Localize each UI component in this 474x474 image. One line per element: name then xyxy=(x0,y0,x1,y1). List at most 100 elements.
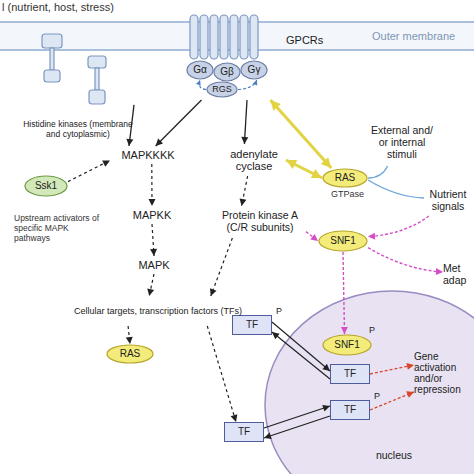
text-holder: Cellular targets, transcription factors … xyxy=(70,296,246,326)
node-label: Ssk1 xyxy=(35,180,57,191)
receptor-domain xyxy=(89,90,105,104)
helix xyxy=(240,15,248,59)
node-label: MAPK xyxy=(138,259,169,271)
text-holder: Gene activation and/or repression xyxy=(414,346,474,400)
shape-ellipse xyxy=(323,169,367,187)
node-label: TF xyxy=(238,426,250,437)
target-term: Cellular targets, transcription factors … xyxy=(70,296,246,326)
text-holder: SNF1 xyxy=(318,230,368,252)
receptor-domain xyxy=(42,34,62,48)
arrow-line xyxy=(270,100,331,168)
kinase-term: Protein kinase A (C/R subunits) xyxy=(214,206,306,238)
node-label: RAS xyxy=(120,348,141,359)
receptor-stalk xyxy=(50,48,54,70)
connector xyxy=(196,80,206,90)
arrow-head xyxy=(210,288,217,296)
text-holder: TF xyxy=(225,423,263,441)
node-label: External and/ or internal stimuli xyxy=(366,125,438,160)
node-label: RAS xyxy=(335,172,356,183)
shape-ellipse xyxy=(207,82,237,97)
snf1-oval: SNF1 xyxy=(318,230,368,252)
arrow-line xyxy=(370,365,414,374)
g-protein-oval: Gβ xyxy=(213,62,241,82)
connector xyxy=(272,332,330,379)
enzyme-term: adenylate cyclase xyxy=(222,144,286,176)
helix xyxy=(210,15,218,59)
node-label: adenylate cyclase xyxy=(222,148,286,173)
arrow-head xyxy=(322,364,330,371)
text-holder: Nutrient signals xyxy=(424,186,472,216)
node-label: RGS xyxy=(212,84,232,94)
shape-ellipse xyxy=(214,63,240,81)
connector xyxy=(68,160,110,181)
phospho-label: P xyxy=(366,325,378,335)
node-label: Protein kinase A (C/R subunits) xyxy=(214,210,306,234)
text-holder: MAPKKKK xyxy=(110,146,186,164)
text-holder: adenylate cyclase xyxy=(222,144,286,176)
arrow-line xyxy=(149,274,154,296)
text-holder: Met adap xyxy=(443,260,473,290)
g-protein-oval: Gγ xyxy=(240,60,268,80)
text-holder: Protein kinase A (C/R subunits) xyxy=(214,206,306,238)
annotation: Outer membrane xyxy=(372,30,455,43)
connector xyxy=(156,100,202,146)
arrow-head xyxy=(196,80,201,86)
text-holder: External and/ or internal stimuli xyxy=(366,120,438,166)
arrow-head xyxy=(341,327,348,334)
node-label: Gβ xyxy=(220,66,234,77)
connector xyxy=(126,326,133,344)
shape-ellipse xyxy=(187,61,213,79)
node-label: MAPKK xyxy=(133,209,172,221)
helix xyxy=(200,15,208,59)
tf-box: TFP xyxy=(330,400,370,420)
arrow-line xyxy=(264,416,330,438)
connector xyxy=(264,405,330,428)
text-holder: TF xyxy=(331,401,369,419)
arrow-line xyxy=(128,326,130,344)
connector xyxy=(264,416,330,439)
text-holder xyxy=(182,10,312,100)
receptor-domain xyxy=(44,70,60,82)
arrow-line xyxy=(242,176,248,206)
node-label: Met adap xyxy=(443,263,473,287)
receptor-group: GPCRsGαGβGγRGS xyxy=(182,10,312,100)
arrow-line xyxy=(207,326,236,422)
node-label: SNF1 xyxy=(334,339,360,350)
arrow-line xyxy=(368,180,424,198)
connector xyxy=(241,100,248,144)
arrow-head xyxy=(368,233,375,240)
connector xyxy=(368,248,443,275)
arrow-head xyxy=(156,139,163,146)
shape-ellipse xyxy=(241,61,267,79)
connector xyxy=(150,224,157,256)
arrow-head xyxy=(240,198,247,206)
histidine-kinase-art xyxy=(42,34,106,104)
stimulus-term: External and/ or internal stimuli xyxy=(366,120,438,166)
arrow-head xyxy=(286,160,297,169)
connector xyxy=(341,252,348,334)
tf-box: TF xyxy=(330,364,370,384)
text-holder: RAS xyxy=(322,168,368,188)
shape-ellipse xyxy=(323,335,371,355)
connector xyxy=(286,160,322,178)
arrow-line xyxy=(368,248,443,272)
text-holder: RGS xyxy=(206,81,238,98)
arrow-line xyxy=(68,160,110,181)
arrow-line xyxy=(286,160,322,178)
snf1-oval: SNF1P xyxy=(322,334,372,356)
annotation: l (nutrient, host, stress) xyxy=(2,1,114,14)
tf-box: TF xyxy=(224,422,264,442)
text-holder: TF xyxy=(331,365,369,383)
arrow-head xyxy=(264,432,272,439)
node-label: Nutrient signals xyxy=(424,189,472,213)
arrow-head xyxy=(322,405,330,412)
node-label: MAPKKKK xyxy=(121,149,174,161)
ras-oval: RAS xyxy=(106,344,154,364)
arrow-line xyxy=(152,224,154,256)
receptor-stalk xyxy=(95,68,99,90)
connector xyxy=(370,391,414,410)
text-holder: Ssk1 xyxy=(24,175,68,197)
connector xyxy=(368,180,424,198)
arrow-head xyxy=(147,288,154,296)
arrow-head xyxy=(270,100,280,111)
